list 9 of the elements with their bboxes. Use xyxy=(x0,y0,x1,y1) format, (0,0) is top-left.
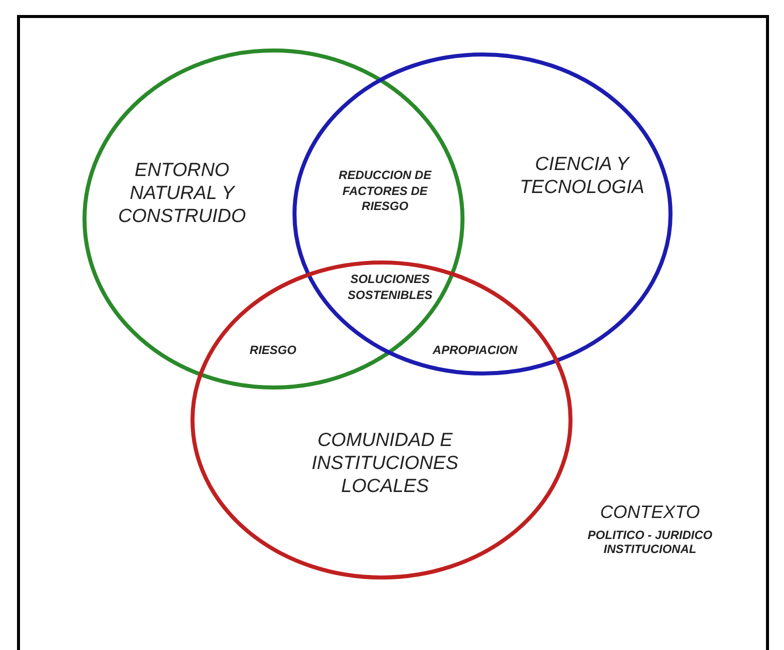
overlap-label: SOLUCIONES SOSTENIBLES xyxy=(346,272,434,304)
context-subheading: POLITICO - JURIDICO INSTITUCIONAL xyxy=(586,528,714,557)
circle-label: ENTORNO NATURAL Y CONSTRUIDO xyxy=(117,160,247,228)
overlap-label: REDUCCION DE FACTORES DE RIESGO xyxy=(338,168,433,215)
context-heading: CONTEXTO xyxy=(599,502,701,524)
circle-label: CIENCIA Y TECNOLOGIA xyxy=(518,154,646,200)
circle-label: COMUNIDAD E INSTITUCIONES LOCALES xyxy=(310,430,460,498)
overlap-label: RIESGO xyxy=(248,343,298,359)
overlap-label: APROPIACION xyxy=(432,343,518,359)
